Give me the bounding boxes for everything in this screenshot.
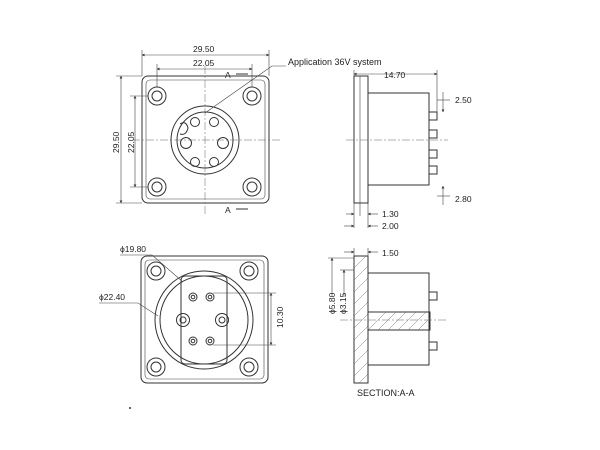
pin-contact-core [190, 294, 196, 300]
mounting-hole-inner [151, 181, 163, 193]
side-pin [429, 149, 438, 159]
pin-contact [188, 336, 198, 346]
pin-contact-core [218, 316, 226, 324]
rear-pins [176, 292, 229, 346]
mounting-hole-inner [151, 90, 163, 102]
dim-rear-dia-small: ϕ19.80 [120, 244, 146, 254]
mounting-hole [242, 177, 262, 197]
mounting-hole [146, 261, 166, 281]
dim-side-flange-total: 2.00 [382, 221, 399, 231]
dim-top-height-outer: 29.50 [111, 131, 121, 153]
mounting-hole-inner [246, 90, 258, 102]
side-flange [353, 75, 369, 204]
side-pin [429, 129, 438, 139]
mounting-hole-inner [150, 265, 162, 277]
socket-key [179, 122, 189, 135]
stray-mark [129, 407, 131, 409]
pin-contact [205, 336, 215, 346]
pin-contact [188, 292, 198, 302]
section-body [367, 272, 430, 366]
front-flange-outline [141, 75, 270, 204]
pin-contact [190, 157, 200, 167]
rear-body-inner [159, 275, 249, 365]
side-view: 14.70 2.50 2.80 1.30 2.00 [344, 70, 472, 231]
front-flange-inner [145, 79, 266, 200]
mounting-hole [147, 177, 167, 197]
section-flange-hatch [354, 256, 368, 383]
section-view: 1.50 ϕ5.80 ϕ3.15 SECTION:A-A [327, 248, 448, 398]
mounting-hole [239, 261, 259, 281]
dim-side-pin-offset: 2.50 [455, 95, 472, 105]
rear-flange-outline [140, 255, 269, 384]
cut-label-top: A [225, 70, 231, 80]
cut-label-bottom: A [225, 205, 231, 215]
pin-contact [205, 292, 215, 302]
mounting-hole-inner [243, 361, 255, 373]
dim-sec-dia-large: ϕ5.80 [327, 292, 337, 314]
pin-contact [176, 313, 190, 327]
dim-top-height-inner: 22.05 [126, 131, 136, 153]
rear-view: ϕ19.80 ϕ22.40 10.30 [99, 244, 285, 409]
pin-contact [217, 137, 229, 149]
front-view: A A Application 36V system 29.50 22.05 2… [111, 44, 382, 215]
mounting-hole [239, 357, 259, 377]
dim-top-width-outer: 29.50 [193, 44, 215, 54]
section-pin [429, 341, 438, 351]
pin-contact-core [190, 338, 196, 344]
pin-contact [209, 117, 219, 127]
side-pin [429, 111, 438, 121]
rear-flange-inner [144, 259, 265, 380]
leader-dia-large [99, 302, 159, 317]
mounting-hole-inner [150, 361, 162, 373]
dim-top-width-inner: 22.05 [193, 58, 215, 68]
mounting-hole-inner [243, 265, 255, 277]
socket-inner-ring [176, 111, 234, 169]
pin-contact-core [207, 294, 213, 300]
mounting-hole [146, 357, 166, 377]
pin-contact [209, 157, 219, 167]
application-leader [204, 65, 286, 114]
mounting-hole [147, 86, 167, 106]
mounting-holes-front [147, 86, 262, 197]
dim-rear-dia-large: ϕ22.40 [99, 292, 125, 302]
rear-insert [180, 275, 228, 365]
section-shaft [367, 311, 431, 331]
dim-sec-thickness: 1.50 [382, 248, 399, 258]
section-shaft-hatch [368, 312, 430, 330]
side-body [367, 92, 430, 186]
pin-contact [180, 137, 192, 149]
application-note: Application 36V system [288, 57, 382, 67]
dim-side-depth: 14.70 [384, 70, 406, 80]
pin-contact [215, 313, 229, 327]
mounting-hole-inner [246, 181, 258, 193]
rear-body-ring [154, 270, 254, 370]
dim-rear-pin-spacing: 10.30 [275, 306, 285, 328]
pin-contact-core [207, 338, 213, 344]
leader-dia-small [120, 254, 184, 283]
dim-side-pin-bottom: 2.80 [455, 194, 472, 204]
mounting-holes-rear [146, 261, 259, 377]
section-title: SECTION:A-A [357, 388, 415, 398]
mounting-hole [242, 86, 262, 106]
dim-sec-dia-small: ϕ3.15 [338, 292, 348, 314]
dim-side-flange: 1.30 [382, 209, 399, 219]
socket-outer-ring [170, 105, 240, 175]
pin-contact [190, 117, 200, 127]
side-pin [429, 165, 438, 175]
section-pin [429, 291, 438, 301]
pin-contact-core [179, 316, 187, 324]
